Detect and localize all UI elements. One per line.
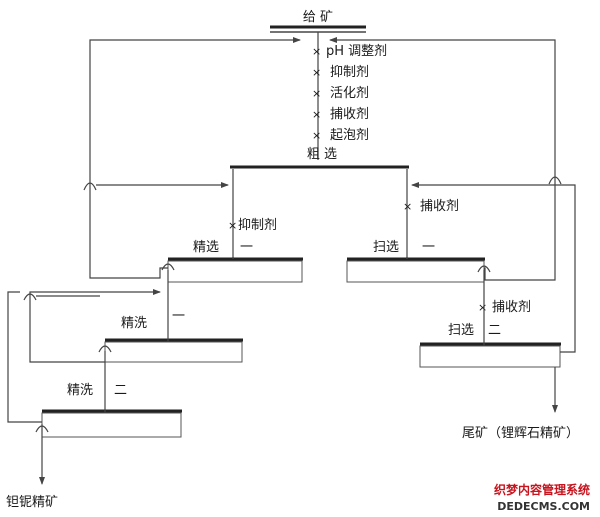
scavenger1-reagent: 捕收剂: [420, 198, 459, 214]
scavenger2-label: 扫选: [448, 323, 474, 338]
reagent-x-mark: ×: [312, 45, 321, 58]
cleaner1-x-mark: ×: [228, 219, 237, 232]
rougher-reagents: × pH 调整剂 × 抑制剂 × 活化剂 × 捕收剂 × 起泡剂: [312, 44, 387, 143]
cleaner3-number: 二: [114, 383, 127, 398]
rougher-cell: 粗 选: [230, 147, 409, 258]
scavenger2-cell: × 捕收剂 扫选 二: [419, 299, 561, 368]
reagent-collector: 捕收剂: [330, 106, 369, 122]
scavenger1-x-mark: ×: [403, 200, 412, 213]
scavenger1-number: 一: [422, 240, 435, 255]
cleaner2-cell: 精洗 一: [104, 309, 243, 363]
reagent-x-mark: ×: [312, 66, 321, 79]
reagent-x-mark: ×: [312, 108, 321, 121]
scavenger1-cell: 扫选 一: [346, 240, 485, 283]
reagent-x-mark: ×: [312, 129, 321, 142]
scavenger2-number: 二: [488, 323, 501, 338]
feed-node: 给 矿: [270, 10, 366, 33]
cleaner3-label: 精洗: [67, 383, 93, 398]
watermark-line1: 织梦内容管理系统: [494, 482, 590, 497]
reagent-ph: pH 调整剂: [326, 44, 387, 59]
cleaner1-reagent: 抑制剂: [238, 218, 277, 233]
rougher-label: 粗 选: [307, 147, 337, 162]
cleaner3-cell: 精洗 二: [41, 383, 182, 438]
cleaner1-cell: 精选 一: [167, 240, 303, 283]
cleaner1-number: 一: [240, 240, 253, 255]
reagent-frother: 起泡剂: [330, 128, 369, 143]
cleaner2-label: 精洗: [121, 316, 147, 331]
feed-label: 给 矿: [303, 10, 333, 25]
scavenger1-label: 扫选: [373, 240, 399, 255]
tailings-label: 尾矿（锂辉石精矿）: [462, 426, 579, 441]
reagent-depressant: 抑制剂: [330, 65, 369, 80]
watermark: 织梦内容管理系统 DEDECMS.COM: [494, 482, 590, 513]
product-label: 钽铌精矿: [6, 495, 58, 510]
cleaner1-label: 精选: [193, 240, 219, 255]
cleaner2-number: 一: [172, 309, 185, 324]
flow-connections: [7, 37, 576, 485]
scavenger2-reagent: 捕收剂: [492, 299, 531, 315]
scavenger2-x-mark: ×: [478, 301, 487, 314]
reagent-x-mark: ×: [312, 87, 321, 100]
watermark-line2: DEDECMS.COM: [497, 500, 590, 513]
reagent-activator: 活化剂: [330, 86, 369, 101]
